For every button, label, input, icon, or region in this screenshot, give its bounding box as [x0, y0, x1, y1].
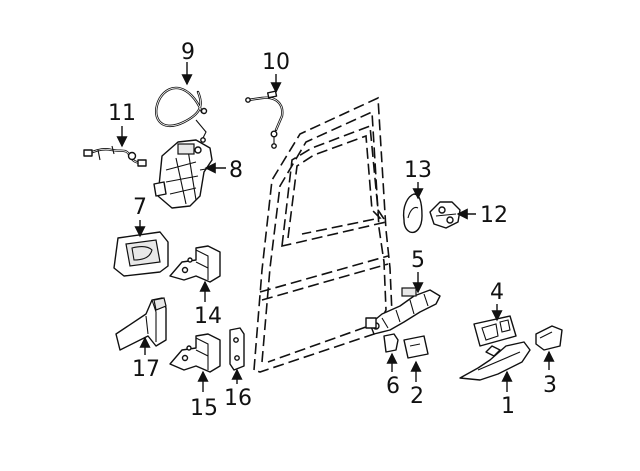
callout-3: 3 — [543, 350, 557, 398]
callout-17: 17 — [132, 336, 160, 382]
callout-15-label: 15 — [190, 396, 218, 421]
callout-13: 13 — [404, 158, 432, 200]
part-16-door-striker — [229, 327, 245, 371]
callout-5: 5 — [411, 248, 425, 294]
callout-9: 9 — [181, 40, 195, 86]
part-11-lock-wire-harness — [83, 145, 147, 167]
callout-8-label: 8 — [229, 158, 243, 183]
callout-10: 10 — [262, 50, 290, 94]
part-5-handle-bracket — [365, 287, 441, 335]
callout-12: 12 — [456, 203, 508, 228]
callout-10-label: 10 — [262, 50, 290, 75]
callout-17-label: 17 — [132, 357, 160, 382]
callout-16-label: 16 — [224, 386, 252, 411]
part-7-inside-door-handle — [113, 231, 169, 277]
part-17-door-check — [115, 297, 167, 351]
callout-11: 11 — [108, 101, 136, 148]
callout-14: 14 — [194, 280, 222, 329]
callout-14-label: 14 — [194, 304, 222, 329]
callout-12-label: 12 — [480, 203, 508, 228]
part-3-handle-cap — [535, 325, 563, 351]
callout-2: 2 — [410, 360, 424, 409]
callout-4-label: 4 — [490, 280, 504, 305]
part-2-handle-gasket — [403, 335, 429, 359]
part-1-outside-door-handle — [459, 341, 531, 381]
callout-15: 15 — [190, 370, 218, 421]
callout-16: 16 — [224, 368, 252, 411]
callout-6-label: 6 — [386, 374, 400, 399]
callout-8: 8 — [204, 158, 243, 183]
door-shell-outline — [253, 96, 393, 373]
callout-7: 7 — [133, 195, 147, 238]
part-15-lower-door-hinge — [169, 333, 221, 373]
callout-11-label: 11 — [108, 101, 136, 126]
part-8-lock-actuator — [153, 139, 213, 209]
part-10-control-cable — [245, 90, 284, 149]
part-13-lock-cover — [402, 193, 423, 234]
callout-9-label: 9 — [181, 40, 195, 65]
part-6-cap — [383, 333, 399, 353]
callout-13-label: 13 — [404, 158, 432, 183]
callout-3-label: 3 — [543, 373, 557, 398]
part-12-lock-striker — [429, 201, 461, 229]
callout-1: 1 — [501, 370, 515, 419]
callout-1-label: 1 — [501, 394, 515, 419]
part-4-handle-seal — [473, 315, 517, 347]
part-14-upper-door-hinge — [169, 245, 221, 283]
callout-6: 6 — [386, 352, 400, 399]
part-9-door-lock-cable — [155, 86, 208, 143]
callout-5-label: 5 — [411, 248, 425, 273]
callout-4: 4 — [490, 280, 504, 322]
callout-7-label: 7 — [133, 195, 147, 220]
callout-2-label: 2 — [410, 384, 424, 409]
